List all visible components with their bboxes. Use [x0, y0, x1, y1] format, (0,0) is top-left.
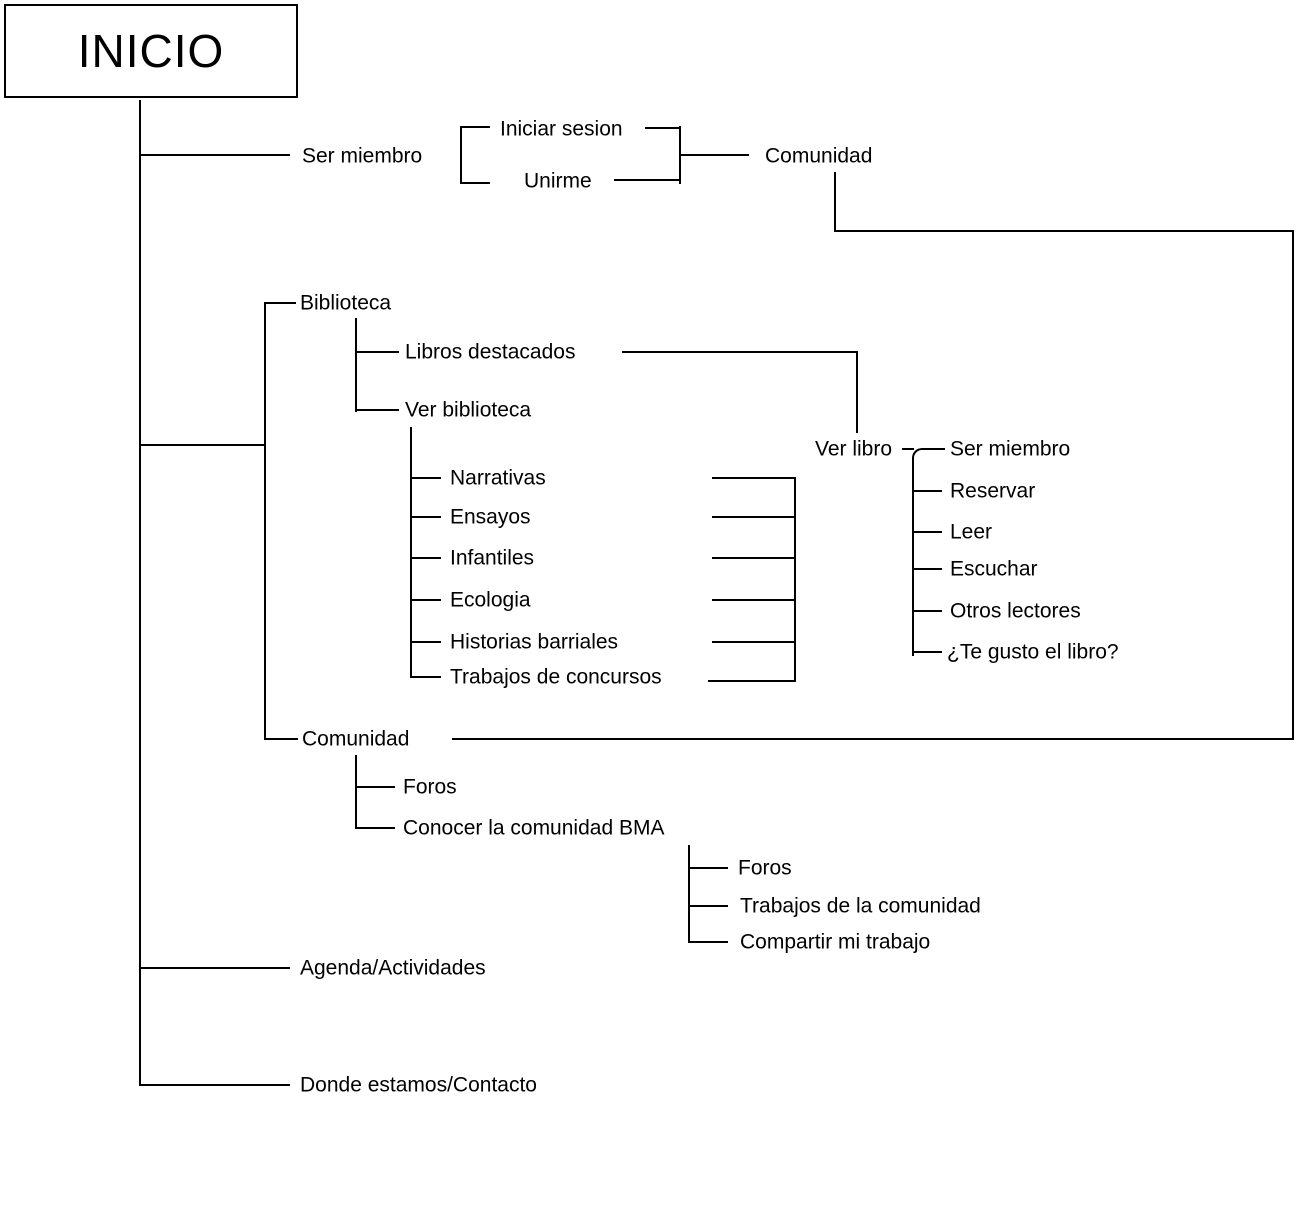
connector-trabajos-right [708, 680, 795, 682]
node-foros-bma: Foros [738, 856, 792, 880]
tick-narrativas [410, 477, 441, 479]
connector-historias-right [712, 641, 795, 643]
connector-conocer-sub [688, 845, 690, 943]
connector-verlibro-drop [856, 351, 858, 433]
tick-escuchar [912, 568, 942, 570]
tick-ver-biblioteca [355, 409, 399, 411]
connector-iniciar-sesion [645, 127, 681, 129]
connector-narrativas-right [712, 477, 795, 479]
connector-categorias-vertical [410, 427, 412, 678]
node-trabajos-concursos: Trabajos de concursos [450, 665, 662, 689]
tick-reservar [912, 490, 942, 492]
tick-libros-destacados [355, 351, 399, 353]
node-trabajos-comunidad: Trabajos de la comunidad [740, 894, 981, 918]
node-foros: Foros [403, 775, 457, 799]
tick-otros-lectores [912, 610, 942, 612]
node-escuchar: Escuchar [950, 557, 1038, 581]
tick-conocer-comunidad [355, 827, 395, 829]
connector-infantiles-right [712, 557, 795, 559]
connector-donde-estamos [140, 1084, 290, 1086]
trunk-line [139, 100, 141, 1086]
connector-libros-to-verlibro [622, 351, 858, 353]
node-ver-biblioteca: Ver biblioteca [405, 398, 532, 422]
connector-group-vertical [264, 302, 266, 740]
connector-comunidad-sub [355, 755, 357, 829]
node-comunidad-top: Comunidad [765, 144, 873, 168]
connector-collector-vertical [794, 477, 796, 682]
bracket-left-line [460, 126, 462, 184]
tick-historias-barriales [410, 641, 441, 643]
node-agenda: Agenda/Actividades [300, 956, 486, 980]
connector-unirme [614, 179, 681, 181]
root-node-label: INICIO [77, 25, 225, 77]
connector-comunidad-stub [264, 738, 298, 740]
connector-verlibro-stub [902, 448, 914, 450]
tick-ecologia [410, 599, 441, 601]
node-ver-libro: Ver libro [815, 437, 893, 461]
tick-leer [912, 531, 942, 533]
node-infantiles: Infantiles [450, 546, 535, 570]
node-otros-lectores: Otros lectores [950, 599, 1081, 623]
connector-trunk-to-group [140, 444, 266, 446]
node-reservar: Reservar [950, 479, 1036, 503]
connector-to-comunidad-top [681, 154, 749, 156]
connector-comunidad-right-side [1292, 230, 1294, 740]
node-unirme: Unirme [524, 169, 592, 193]
connector-ser-miembro [140, 154, 290, 156]
node-historias-barriales: Historias barriales [450, 630, 619, 654]
node-narrativas: Narrativas [450, 466, 546, 490]
tick-trabajos-comunidad [688, 905, 728, 907]
connector-verlibro-elbow [912, 448, 945, 656]
tick-ensayos [410, 516, 441, 518]
node-leer: Leer [950, 520, 993, 544]
tick-te-gusto [912, 651, 942, 653]
connector-comunidad-across-top [834, 230, 1294, 232]
node-ecologia: Ecologia [450, 588, 531, 612]
node-comunidad: Comunidad [302, 727, 410, 751]
tick-trabajos-concursos [410, 676, 441, 678]
node-ser-miembro-libro: Ser miembro [950, 437, 1071, 461]
connector-agenda [140, 967, 290, 969]
node-iniciar-sesion: Iniciar sesion [500, 117, 623, 141]
tick-foros [355, 786, 395, 788]
bracket-left-bottom-stub [460, 182, 490, 184]
tick-foros-bma [688, 867, 728, 869]
node-ensayos: Ensayos [450, 505, 531, 529]
node-libros-destacados: Libros destacados [405, 340, 576, 364]
connector-ensayos-right [712, 516, 795, 518]
node-biblioteca: Biblioteca [300, 291, 392, 315]
connector-biblioteca-stub [264, 302, 296, 304]
node-te-gusto-libro: ¿Te gusto el libro? [947, 640, 1119, 664]
connector-comunidad-drop [834, 172, 836, 232]
bracket-left-top-stub [460, 126, 490, 128]
node-compartir-trabajo: Compartir mi trabajo [740, 930, 931, 954]
node-ser-miembro: Ser miembro [302, 144, 423, 168]
root-node-box: INICIO [4, 4, 298, 98]
node-donde-estamos: Donde estamos/Contacto [300, 1073, 537, 1097]
connector-comunidad-long [452, 738, 1294, 740]
bracket-right-line [679, 126, 681, 184]
connector-biblioteca-sub [355, 318, 357, 412]
connector-ecologia-right [712, 599, 795, 601]
node-conocer-comunidad: Conocer la comunidad BMA [403, 816, 665, 840]
tick-infantiles [410, 557, 441, 559]
tick-compartir-trabajo [688, 941, 728, 943]
